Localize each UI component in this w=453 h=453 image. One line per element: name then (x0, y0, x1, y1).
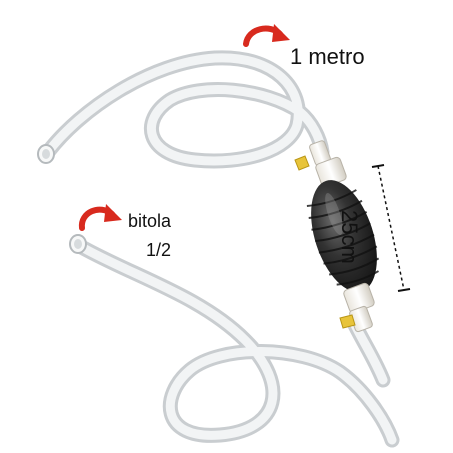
dimension-line (371, 164, 411, 292)
lower-valve (339, 282, 375, 333)
bulb-length-label: 25cm (337, 210, 362, 264)
gauge-value-label: 1/2 (146, 240, 172, 260)
upper-hose (37, 50, 330, 169)
hose-length-label: 1 metro (290, 44, 365, 69)
pump-bulb (306, 180, 380, 292)
curved-arrow-icon (78, 204, 122, 231)
gauge-label: bitola (128, 211, 172, 231)
curved-arrow-icon (243, 24, 290, 47)
upper-valve (294, 140, 347, 188)
